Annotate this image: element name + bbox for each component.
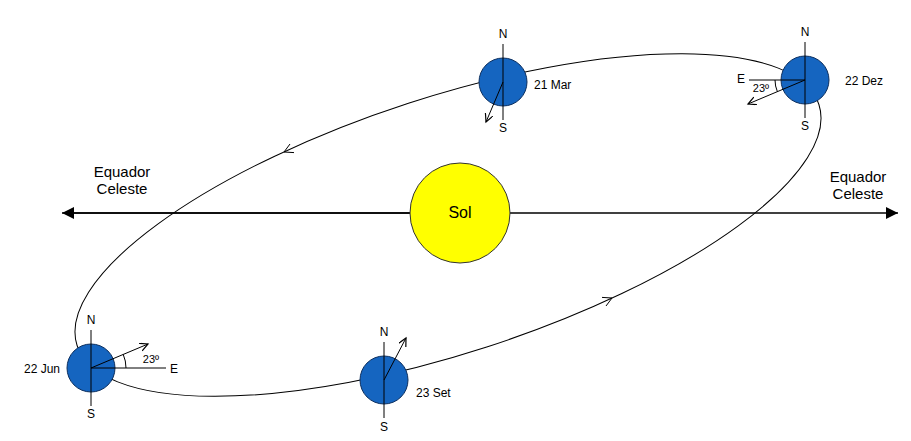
orbit-direction-arrow bbox=[602, 297, 612, 306]
tilt-arrow bbox=[748, 80, 805, 104]
angle-label: 23º bbox=[143, 353, 159, 366]
equator-label: Equador Celeste bbox=[77, 162, 167, 199]
south-label: S bbox=[380, 421, 388, 435]
east-label: E bbox=[170, 363, 178, 377]
angle-arc bbox=[775, 80, 777, 92]
orbit-ellipse bbox=[38, 0, 859, 441]
angle-label: 23º bbox=[753, 82, 769, 95]
east-label: E bbox=[737, 73, 745, 87]
equator-label: Equador Celeste bbox=[813, 167, 903, 204]
tilt-arrow bbox=[91, 344, 148, 368]
date-label: 22 Dez bbox=[845, 75, 883, 89]
east-line bbox=[91, 368, 166, 369]
angle-arc bbox=[123, 354, 126, 368]
tilt-arrow bbox=[384, 338, 406, 380]
south-label: S bbox=[801, 120, 809, 134]
north-label: N bbox=[380, 326, 389, 340]
north-label: N bbox=[801, 26, 810, 40]
date-label: 23 Set bbox=[416, 387, 451, 401]
south-label: S bbox=[499, 122, 507, 136]
sun-label: Sol bbox=[448, 204, 471, 222]
east-line bbox=[749, 80, 805, 81]
north-label: N bbox=[499, 28, 508, 42]
sun-disc bbox=[410, 163, 510, 263]
date-label: 22 Jun bbox=[24, 363, 60, 377]
north-label: N bbox=[87, 314, 96, 328]
orbit-direction-arrow bbox=[284, 144, 294, 153]
tilt-arrow bbox=[486, 82, 503, 122]
celestial-equator-line bbox=[62, 212, 460, 214]
date-label: 21 Mar bbox=[534, 79, 571, 93]
south-label: S bbox=[87, 408, 95, 422]
sun-circle: Sol bbox=[409, 162, 511, 264]
